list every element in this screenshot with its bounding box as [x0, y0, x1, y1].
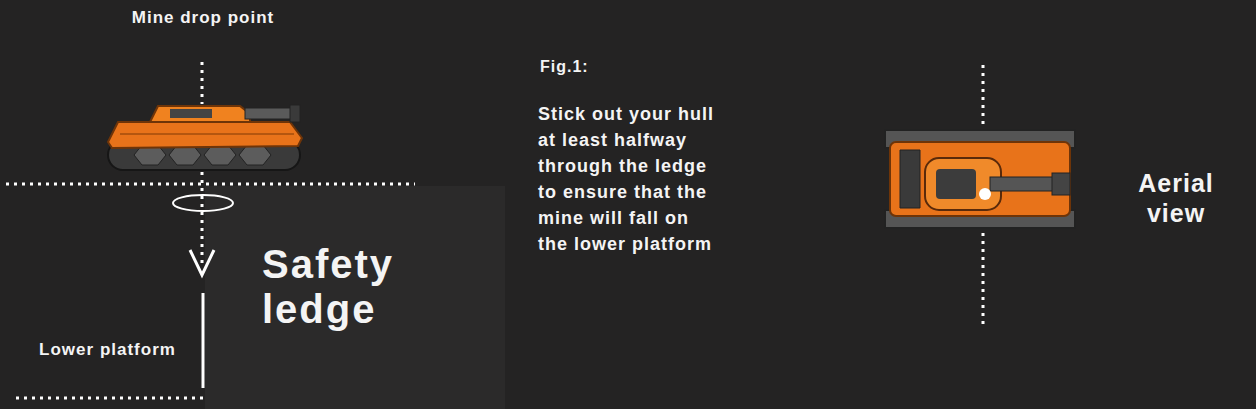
platform-label: Lower platform [35, 337, 180, 362]
tank-aerial-view-part [890, 142, 1070, 216]
guide-lines-part [201, 62, 204, 104]
tank-aerial-view-part [990, 177, 1056, 191]
tank-aerial-view-part [979, 188, 991, 200]
tank-aerial-view-part [900, 150, 920, 208]
tank-side-view-part [290, 105, 300, 122]
tank-side-view [108, 105, 302, 170]
tank-side-view-part [239, 145, 271, 165]
tank-aerial-view-part [1052, 173, 1070, 195]
tank-side-view-part [120, 133, 294, 135]
view-label: Aerial view [1112, 168, 1240, 228]
guide-lines-part [201, 172, 204, 268]
tank-aerial-view [885, 130, 1075, 228]
guide-lines-part [16, 397, 205, 400]
tank-side-view-part [245, 108, 295, 119]
ledge-block: Safety ledge [205, 186, 505, 409]
tank-aerial-view-part [936, 169, 976, 199]
tank-side-view-part [108, 122, 302, 148]
tank-side-view-part [150, 106, 250, 122]
tank-side-view-part [170, 109, 212, 118]
instruction-note: Stick out your hull at least halfway thr… [538, 101, 724, 257]
ledge-label: Safety ledge [262, 242, 452, 332]
figure-number: Fig.1: [540, 56, 660, 78]
drop-point-label: Mine drop point [128, 5, 278, 30]
tank-side-view-part [204, 145, 236, 165]
